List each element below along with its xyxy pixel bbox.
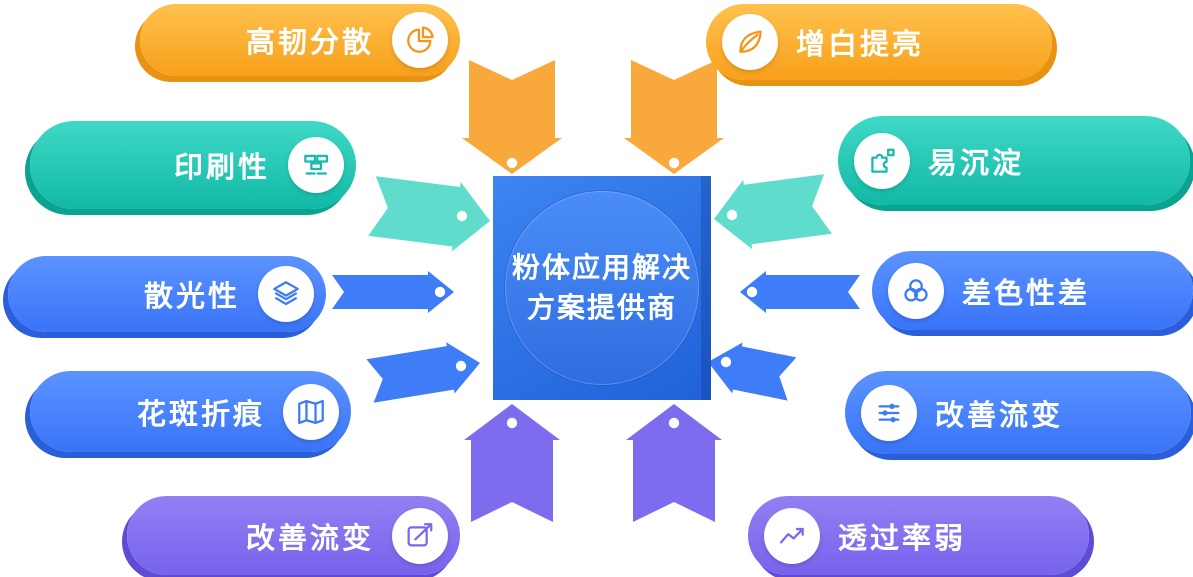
arrow-tip-dot bbox=[455, 360, 467, 372]
arrow-mid-left bbox=[332, 271, 454, 313]
arrow-mid-right bbox=[740, 271, 860, 313]
arrow-lower-left bbox=[366, 342, 480, 403]
color-circles-icon bbox=[888, 262, 944, 319]
arrow-bottom-right bbox=[626, 404, 722, 522]
pill-label: 增白提亮 bbox=[796, 29, 925, 61]
arrow-tip-dot bbox=[668, 157, 680, 169]
arrow-tip-dot bbox=[456, 210, 468, 222]
pill-label: 印刷性 bbox=[173, 152, 270, 184]
center-circle: 粉体应用解决 方案提供商 bbox=[505, 191, 699, 385]
arrow-tip-dot bbox=[726, 209, 738, 221]
center-title-line1: 粉体应用解决 bbox=[511, 252, 692, 283]
arrow-tip-dot bbox=[720, 356, 732, 368]
center-title-line2: 方案提供商 bbox=[526, 292, 677, 323]
pill-high-toughness-dispersion: 高韧分散 bbox=[140, 4, 460, 76]
pill-easy-sedimentation: 易沉淀 bbox=[838, 116, 1190, 205]
pill-color-difference: 差色性差 bbox=[872, 251, 1193, 330]
pie-chart-icon bbox=[392, 12, 448, 68]
arrow-top-left bbox=[462, 60, 562, 174]
arrow-tip-dot bbox=[506, 157, 518, 169]
sliders-icon bbox=[861, 384, 917, 441]
pill-printability: 印刷性 bbox=[30, 121, 356, 209]
pill-label: 易沉淀 bbox=[928, 147, 1025, 180]
arrow-tip-dot bbox=[746, 286, 758, 298]
pill-label: 差色性差 bbox=[962, 277, 1091, 310]
arrow-bottom-left bbox=[464, 404, 560, 522]
arrow-tip-dot bbox=[506, 417, 518, 429]
arrow-tip-dot bbox=[668, 417, 680, 429]
leaf-icon bbox=[722, 14, 778, 70]
edit-chart-icon bbox=[392, 507, 448, 564]
pill-label: 透过率弱 bbox=[838, 522, 967, 555]
arrow-lower-right bbox=[708, 342, 797, 401]
line-chart-icon bbox=[764, 507, 820, 564]
pill-label: 花斑折痕 bbox=[136, 398, 265, 431]
arrow-upper-left bbox=[368, 176, 490, 252]
pill-label: 散光性 bbox=[143, 281, 240, 313]
pill-low-transmittance: 透过率弱 bbox=[748, 496, 1089, 575]
pill-rheology-improvement-right: 改善流变 bbox=[845, 371, 1191, 454]
pill-label: 改善流变 bbox=[935, 399, 1064, 432]
pill-label: 改善流变 bbox=[245, 522, 374, 555]
puzzle-icon bbox=[854, 132, 910, 189]
bricks-icon bbox=[288, 137, 344, 193]
pill-light-scattering: 散光性 bbox=[8, 256, 326, 332]
pill-whitening-brightening: 增白提亮 bbox=[706, 4, 1052, 80]
map-icon bbox=[283, 383, 339, 440]
arrow-tip-dot bbox=[434, 286, 446, 298]
pill-rheology-improvement-left: 改善流变 bbox=[127, 496, 460, 575]
arrow-top-right bbox=[624, 60, 724, 174]
pill-mottling-creases: 花斑折痕 bbox=[30, 371, 351, 452]
center-square: 粉体应用解决 方案提供商 bbox=[493, 176, 711, 400]
pill-label: 高韧分散 bbox=[245, 27, 374, 59]
arrow-upper-right bbox=[714, 174, 832, 250]
layers-icon bbox=[258, 266, 314, 322]
